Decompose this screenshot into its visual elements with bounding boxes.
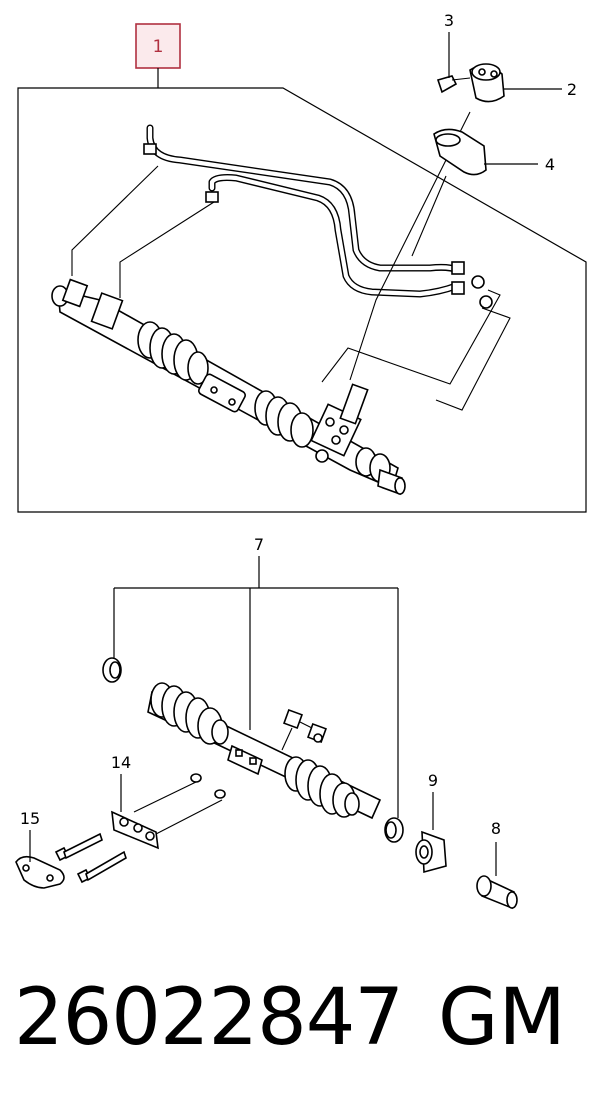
upper-assembly: 1 (17, 11, 587, 513)
seal-part-4 (433, 128, 487, 176)
ring-right (384, 817, 404, 843)
part-number: 26022847 (14, 973, 404, 1063)
clamp-part-14 (111, 781, 223, 850)
bolts (54, 832, 127, 884)
callout-14-label[interactable]: 14 (111, 753, 131, 772)
brand-name: GM (438, 973, 566, 1063)
callout-4-label[interactable]: 4 (545, 155, 555, 174)
bolt-part-3 (436, 75, 471, 94)
hydraulic-pipes (71, 124, 511, 411)
callout-15-label[interactable]: 15 (20, 809, 40, 828)
callout-8-label[interactable]: 8 (491, 819, 501, 838)
lower-exploded-view: 7 (15, 535, 518, 910)
callout-1-label: 1 (153, 37, 164, 57)
fittings (281, 709, 327, 751)
right-boot (254, 390, 314, 448)
bushing-part-9 (415, 830, 447, 874)
boot-right (284, 756, 360, 818)
endcap-part-8 (476, 875, 518, 910)
plate-part-15 (15, 855, 65, 889)
callout-2-label[interactable]: 2 (567, 80, 577, 99)
callout-7-label[interactable]: 7 (254, 535, 264, 554)
ring-left (102, 657, 122, 683)
callout-9-label[interactable]: 9 (428, 771, 438, 790)
footer: 26022847 GM (0, 968, 600, 1068)
boot-left (150, 682, 229, 745)
callout-3-label[interactable]: 3 (444, 11, 454, 30)
left-boot (137, 321, 209, 385)
valve-part-2 (469, 63, 505, 103)
assembly-frame (17, 87, 587, 513)
steering-rack (51, 278, 406, 496)
